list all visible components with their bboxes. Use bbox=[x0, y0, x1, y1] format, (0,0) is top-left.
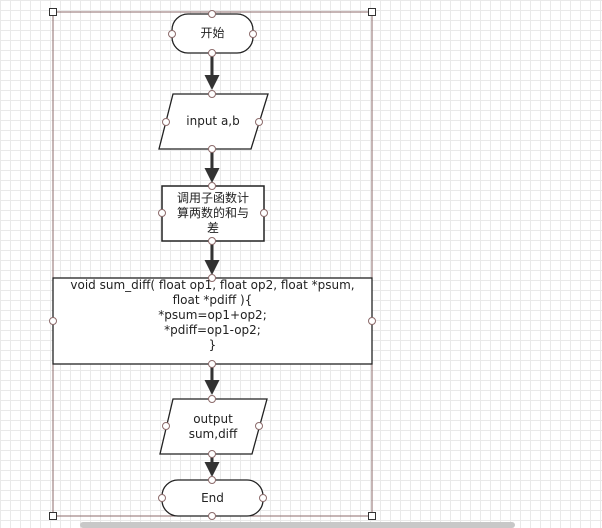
horizontal-scrollbar[interactable] bbox=[80, 522, 515, 528]
connector-start-top[interactable] bbox=[208, 10, 216, 18]
connector-output-bottom[interactable] bbox=[208, 450, 216, 458]
node-input-label: input a,b bbox=[186, 114, 240, 128]
connection-points bbox=[49, 10, 376, 520]
connector-func-bottom[interactable] bbox=[208, 360, 216, 368]
selection-handle-top-right[interactable] bbox=[368, 8, 376, 16]
node-output-label: output sum,diff bbox=[188, 411, 238, 441]
node-input-shape[interactable] bbox=[158, 93, 269, 150]
connector-end-bottom[interactable] bbox=[208, 512, 216, 520]
selection-handle-bottom-right[interactable] bbox=[368, 512, 376, 520]
selection-handle-bottom-left[interactable] bbox=[49, 512, 57, 520]
connector-end-right[interactable] bbox=[259, 494, 267, 502]
node-call-label: 调用子函数计 算两数的和与 差 bbox=[176, 191, 249, 235]
node-end-label: End bbox=[201, 490, 224, 505]
connector-call-left[interactable] bbox=[158, 209, 166, 217]
connector-end-left[interactable] bbox=[158, 494, 166, 502]
node-func-shape[interactable] bbox=[52, 277, 373, 365]
connector-input-left[interactable] bbox=[162, 118, 170, 126]
connector-input-top[interactable] bbox=[208, 90, 216, 98]
connector-func-left[interactable] bbox=[49, 317, 57, 325]
connector-call-bottom[interactable] bbox=[208, 237, 216, 245]
connector-output-right[interactable] bbox=[255, 422, 263, 430]
connector-start-left[interactable] bbox=[168, 30, 176, 38]
node-start-label: 开始 bbox=[200, 26, 225, 40]
connector-end-top[interactable] bbox=[208, 476, 216, 484]
connector-func-right[interactable] bbox=[368, 317, 376, 325]
connector-output-left[interactable] bbox=[162, 422, 170, 430]
selection-handle-top-left[interactable] bbox=[49, 8, 57, 16]
connector-func-top[interactable] bbox=[208, 274, 216, 282]
connector-call-right[interactable] bbox=[260, 209, 268, 217]
connector-call-top[interactable] bbox=[208, 182, 216, 190]
node-call-shape[interactable] bbox=[161, 185, 265, 242]
connector-input-bottom[interactable] bbox=[208, 145, 216, 153]
connector-start-bottom[interactable] bbox=[208, 49, 216, 57]
connector-output-top[interactable] bbox=[208, 395, 216, 403]
connector-input-right[interactable] bbox=[255, 118, 263, 126]
node-output-shape[interactable] bbox=[159, 398, 268, 455]
connector-start-right[interactable] bbox=[249, 30, 257, 38]
node-func-label: void sum_diff( float op1, float op2, flo… bbox=[70, 278, 355, 352]
